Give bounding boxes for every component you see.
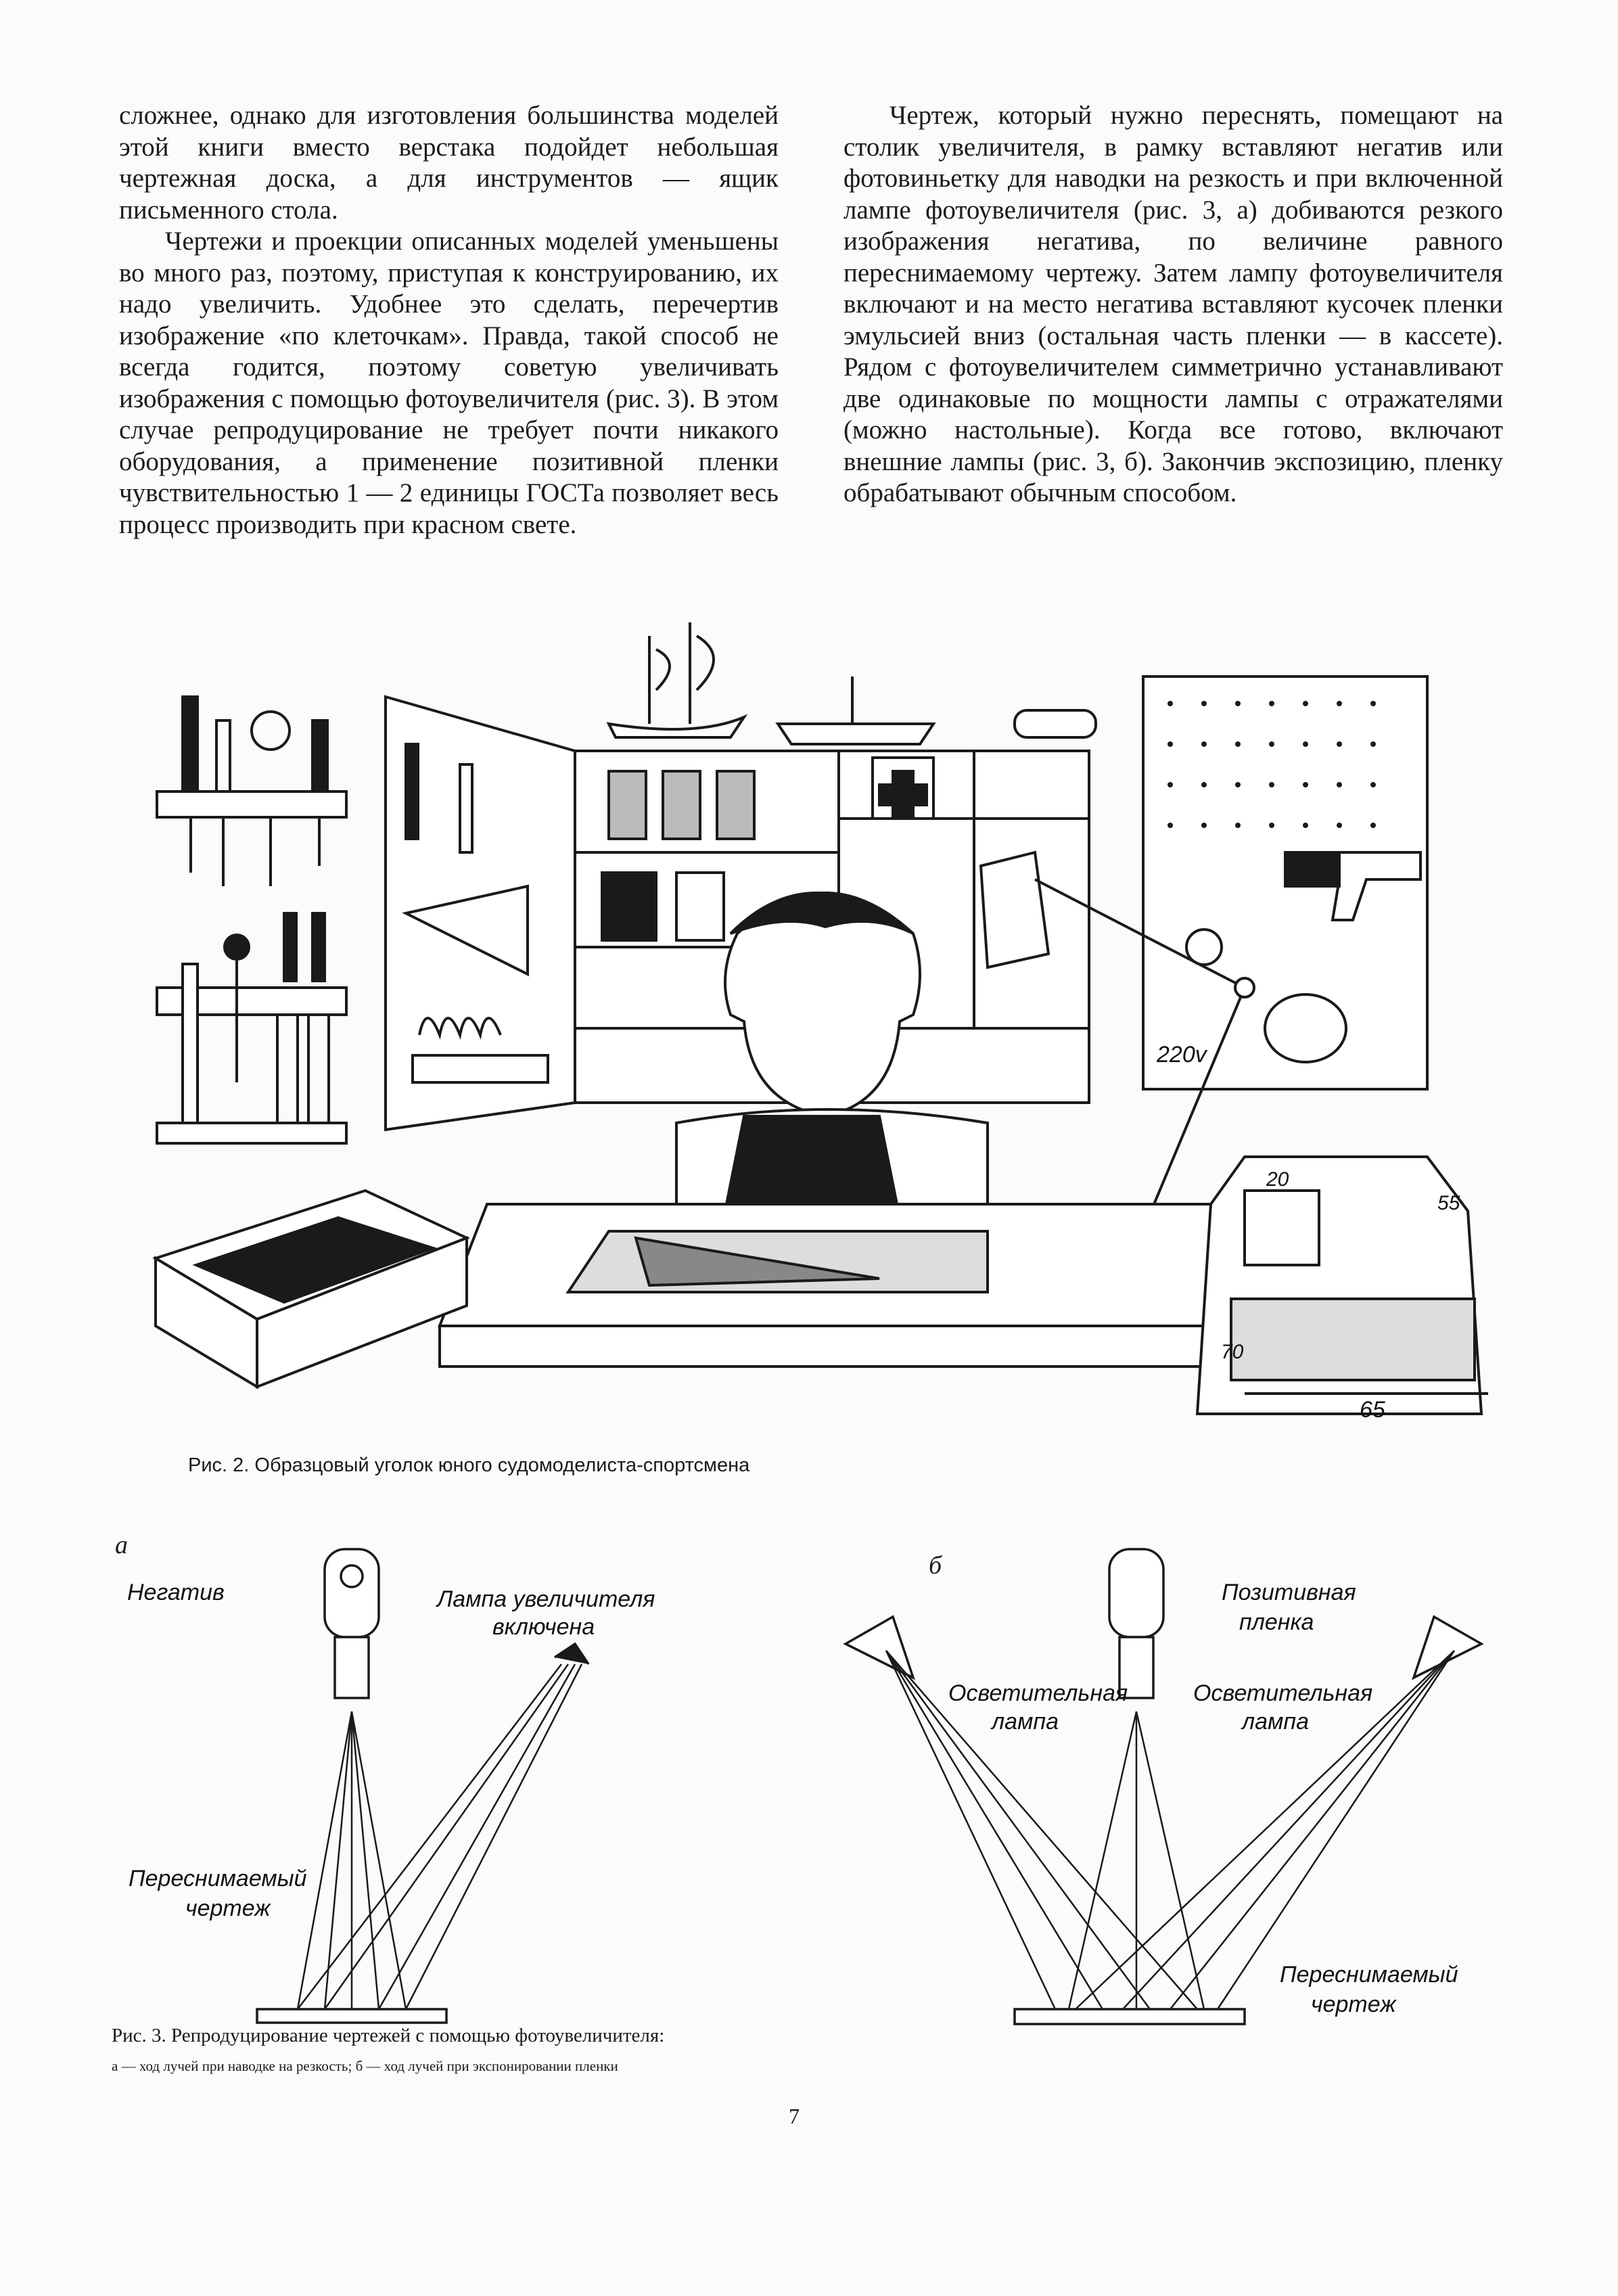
desk	[438, 1203, 1247, 1368]
label-right-lamp-2: лампа	[1242, 1709, 1310, 1735]
text-column-right: Чертеж, который нужно переснять, помещаю…	[843, 100, 1503, 509]
page-number: 7	[789, 2104, 800, 2128]
figure-3b-diagram	[832, 1522, 1522, 2070]
label-right-lamp-1: Осветительная	[1193, 1680, 1373, 1706]
right-lamp-icon	[1412, 1615, 1484, 1680]
dimension-label: 70	[1221, 1341, 1244, 1363]
tool-tray	[152, 1189, 471, 1390]
label-drawing-1: Переснимаемый	[1280, 1962, 1458, 1988]
panel-a-letter: а	[115, 1531, 128, 1559]
left-lamp-icon	[843, 1615, 915, 1680]
drawing-board	[256, 2008, 448, 2024]
paragraph: Чертежи и проекции описанных моделей уме…	[119, 227, 779, 539]
tool-rack-upper	[156, 695, 348, 886]
dimension-label: 55	[1437, 1192, 1460, 1214]
label-drawing-2: чертеж	[185, 1896, 271, 1921]
text-column-left: сложнее, однако для изготовления большин…	[119, 100, 779, 541]
label-film-1: Позитивная	[1222, 1580, 1356, 1605]
figure-2-caption: Рис. 2. Образцовый уголок юного судомоде…	[188, 1454, 750, 1476]
tool-rack-lower	[156, 912, 348, 1145]
rays	[885, 1650, 1456, 2010]
dimension-label: 20	[1266, 1168, 1289, 1191]
enlarger-lamp-icon	[1108, 1548, 1165, 1699]
eye-icon	[554, 1642, 590, 1665]
label-film-2: пленка	[1239, 1609, 1314, 1635]
figure-2-illustration: 220v 20 55 70 65	[135, 595, 1488, 1454]
label-left-lamp-2: лампа	[992, 1709, 1059, 1735]
label-lamp-1: Лампа увеличителя	[437, 1586, 655, 1612]
ship-models	[606, 622, 1097, 745]
label-negative: Негатив	[127, 1580, 225, 1605]
person	[675, 892, 989, 1219]
pegboard	[1142, 675, 1429, 1090]
workshop-drawing	[152, 622, 1488, 1415]
apron	[1195, 1155, 1488, 1415]
figure-3-caption-detail: а — ход лучей при наводке на резкость; б…	[112, 2058, 618, 2074]
paragraph: сложнее, однако для изготовления большин…	[119, 101, 779, 225]
figure-3-caption: Рис. 3. Репродуцирование чертежей с помо…	[112, 2025, 665, 2046]
dimension-label: 65	[1360, 1397, 1385, 1423]
label-lamp-2: включена	[492, 1614, 595, 1640]
label-drawing-1: Переснимаемый	[129, 1866, 307, 1891]
panel-b-letter: б	[929, 1551, 942, 1580]
paragraph: Чертеж, который нужно переснять, помещаю…	[843, 101, 1503, 507]
figure-3a-diagram	[101, 1522, 710, 2063]
enlarger-lamp-icon	[323, 1548, 380, 1699]
socket-label: 220v	[1157, 1042, 1207, 1067]
label-left-lamp-1: Осветительная	[948, 1680, 1128, 1706]
rays	[296, 1663, 583, 2010]
drawing-board	[1013, 2008, 1246, 2025]
label-drawing-2: чертеж	[1311, 1992, 1396, 2017]
